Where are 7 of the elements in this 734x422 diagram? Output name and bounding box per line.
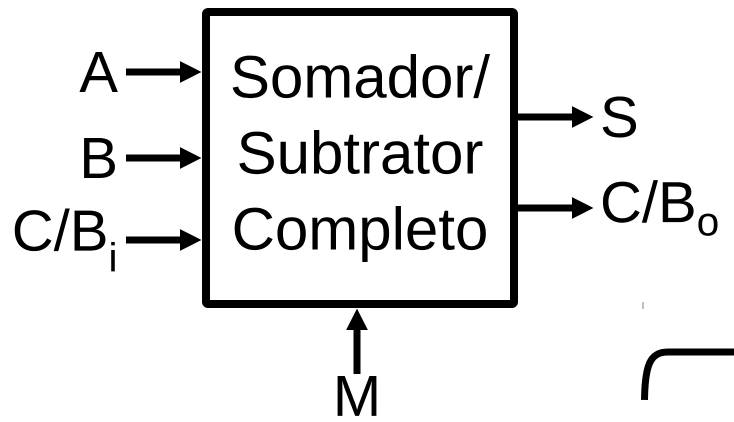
signal-label: S: [602, 96, 636, 138]
signal-label: A: [79, 52, 118, 92]
process-box: Somador/ Subtrator Completo: [202, 8, 518, 308]
signal-label: B: [84, 138, 115, 178]
signal-label: C/B$_{i}$: [14, 208, 115, 272]
signal-label: C/B$_{o}$: [602, 180, 718, 236]
signal-label: M: [338, 376, 376, 416]
